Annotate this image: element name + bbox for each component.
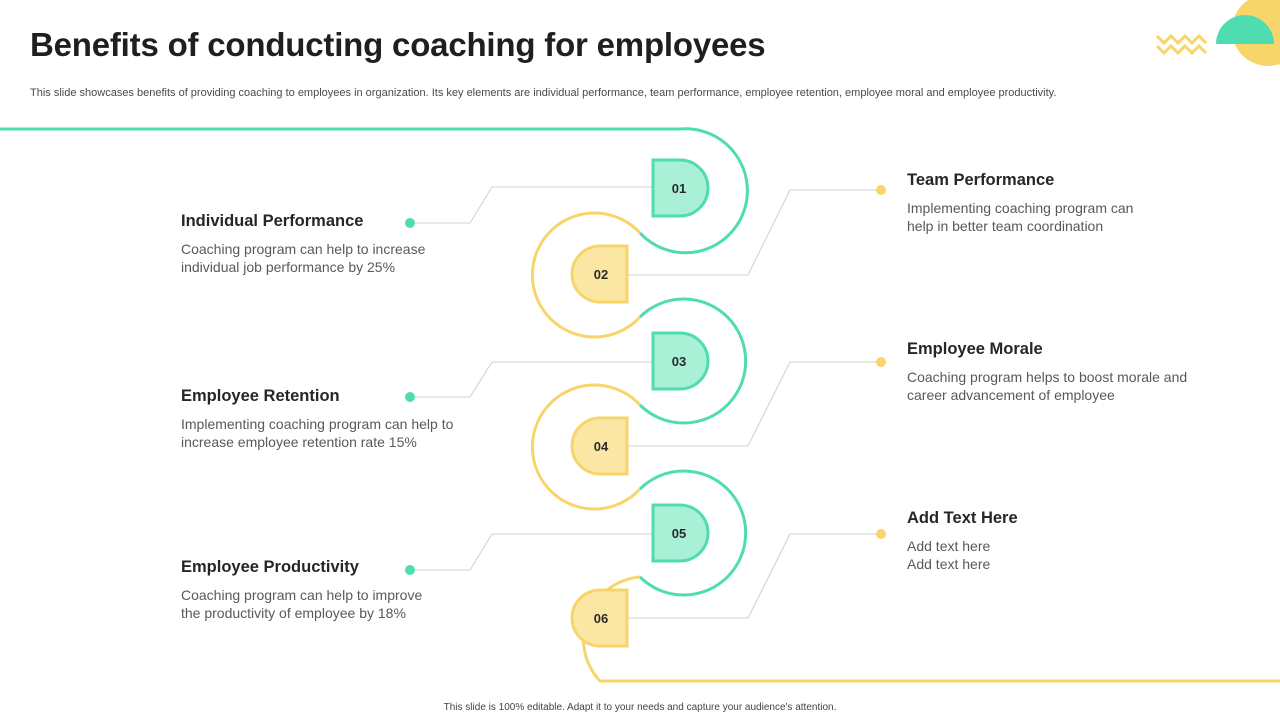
node-number: 01 [672,181,686,196]
node-number: 06 [594,611,608,626]
benefit-heading: Individual Performance [181,212,364,230]
benefit-heading: Add Text Here [907,509,1018,527]
node-number: 04 [594,439,609,454]
benefit-text: Coaching program can help to increase in… [181,241,426,275]
dot-employee-productivity [405,565,415,575]
benefit-heading: Employee Productivity [181,558,359,576]
footer-note: This slide is 100% editable. Adapt it to… [443,702,837,713]
half-circle-shape [1216,15,1274,44]
ring-06 [581,575,1280,683]
node-03: 03 [651,331,710,391]
node-number: 02 [594,267,608,282]
dot-employee-retention [405,392,415,402]
ring-05 [638,469,748,597]
dot-add-text [876,529,886,539]
dot-team-performance [876,185,886,195]
ring-02 [530,211,642,339]
benefit-text: Add text here Add text here [907,538,991,572]
dot-employee-morale [876,357,886,367]
dot-individual-performance [405,218,415,228]
connector-lines [410,186,881,619]
zigzag-icon [1155,33,1208,56]
ring-04 [530,383,642,511]
benefit-text: Coaching program can help to improve the… [181,587,423,621]
node-04: 04 [570,416,629,476]
node-number: 05 [672,526,686,541]
node-01: 01 [651,158,710,218]
benefit-heading: Team Performance [907,171,1055,189]
page-title: Benefits of conducting coaching for empl… [30,26,766,63]
node-02: 02 [570,244,629,304]
benefit-team-performance: Team Performance Implementing coaching p… [907,171,1227,235]
node-number: 03 [672,354,686,369]
benefit-text: Implementing coaching program can help t… [181,416,454,450]
benefit-text: Implementing coaching program can help i… [907,200,1134,234]
ring-03 [638,297,748,425]
node-06: 06 [570,588,629,648]
page-subtitle: This slide showcases benefits of providi… [30,87,1057,99]
benefit-add-text: Add Text Here Add text here Add text her… [907,509,1227,573]
benefit-employee-retention: Employee Retention Implementing coaching… [181,387,501,451]
benefit-individual-performance: Individual Performance Coaching program … [181,212,501,276]
benefit-text: Coaching program helps to boost morale a… [907,369,1188,403]
benefit-employee-morale: Employee Morale Coaching program helps t… [907,340,1227,404]
ring-01 [0,127,749,255]
node-05: 05 [651,503,710,563]
benefit-employee-productivity: Employee Productivity Coaching program c… [181,558,501,622]
benefit-heading: Employee Morale [907,340,1043,358]
benefit-heading: Employee Retention [181,387,340,405]
